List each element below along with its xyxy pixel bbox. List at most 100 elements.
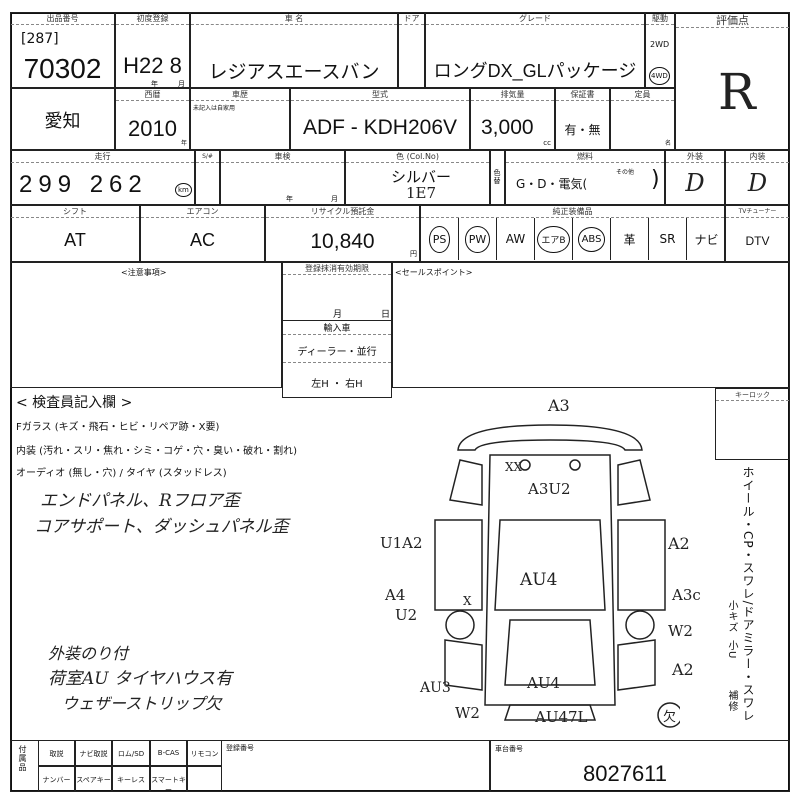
month-unit: 月 [178,80,185,88]
mark-au4-rear: AU4 [527,674,561,692]
door-label: ドア [399,14,424,25]
mark-a3-front: A3 [548,396,570,415]
side-text: ホイール・CP・スワレ/ドアミラー・スワレ [741,466,755,723]
meter-cell: S/# [195,150,220,205]
equip-sr: SR [649,218,687,260]
region: 愛知 [44,111,81,131]
score-cell: 評価点 R [675,12,790,150]
diagram-headlight-left [519,459,531,471]
recycle-label: リサイクル預託金 [266,207,419,218]
diagram-front-fenders [449,459,651,506]
grade-label: グレード [426,14,644,25]
diagram-front-bumper [457,424,643,451]
meter-label: S/# [196,152,219,163]
mark-a3u2: A3U2 [528,480,571,498]
car-diagram [434,424,680,728]
tv: DTV [745,234,770,248]
mark-u2: U2 [395,606,418,624]
name-label: 車 名 [191,14,397,25]
acc-keyless: キーレス [112,766,150,792]
recycle-unit: 円 [410,250,417,258]
diagram-rear-quarters [444,639,656,691]
shift: AT [64,230,86,250]
warranty: 有・無 [564,123,601,137]
lot-label: 出品番号 [11,14,114,25]
score: R [718,63,756,121]
equip-navi: ナビ [687,218,726,260]
warranty-cell: 保証書 有・無 [555,88,610,150]
diagram-missing-mark [657,702,680,728]
equip-pw: PW [459,218,497,260]
fuel-close: ) [651,167,660,192]
reg-day: 日 [381,310,391,320]
inspection-cell: 車検 年 月 [220,150,345,205]
history-cell: 車歴 未記入は自家用 [190,88,290,150]
audio-line: オーディオ (無し・穴) / タイヤ (スタッドレス) [16,468,227,479]
accessories-label: 付属品 [18,745,27,772]
acc-navi-manual: ナビ取説 [75,740,112,766]
acc-manual: 取説 [38,740,75,766]
interior-cell: 内装 D [725,150,790,205]
disp-unit: cc [543,139,551,147]
diagram-wheel-left [445,610,475,640]
displacement-cell: 排気量 3,000 cc [470,88,555,150]
exterior-cell: 外装 D [665,150,725,205]
color-no: 1E7 [406,184,437,202]
drive-2wd: 2WD [650,40,670,49]
drive-4wd: 4WD [649,67,670,85]
interior-line: 内装 (汚れ・スリ・焦れ・シミ・コゲ・穴・臭い・破れ・割れ) [16,446,297,457]
equip-leather-label: 革 [623,232,636,247]
sales-label: <セールスポイント> [395,268,473,277]
equip-ps-label: PS [428,225,451,253]
diagram-side-doors [434,519,666,611]
year-label: 西暦 [116,90,189,101]
color-change-cell: 色替 [490,150,505,205]
year-unit2: 年 [180,140,187,147]
tv-cell: TVチューナー DTV [725,205,790,262]
hand-note-1: エンドパネル、Rフロア歪 [40,491,240,511]
mark-au3: AU3 [420,680,451,696]
ext-label: 外装 [666,152,724,163]
caution-box: <注意事項> [10,262,282,388]
capacity-label: 定員 [611,90,674,101]
region-cell: 愛知 [10,88,115,150]
ac: AC [189,230,215,250]
name-cell: 車 名 レジアスエースバン [190,12,398,88]
diagram-roof [494,519,606,611]
car-name: レジアスエースバン [208,62,380,83]
equip-abs-label: ABS [577,226,606,252]
warranty-label: 保証書 [556,90,609,101]
chassis-label: 車台番号 [495,745,523,753]
model-cell: 型式 ADF - KDH206V [290,88,470,150]
fuel: G・D・電気( [516,177,588,191]
equip-airbag: エアB [535,218,573,260]
model-code: ADF - KDH206V [302,116,458,139]
side-small-2: 小U [726,640,737,660]
int-label: 内装 [726,152,789,163]
capacity-cell: 定員 名 [610,88,675,150]
equip-airbag-label: エアB [537,225,570,253]
mark-xx: XX [505,460,523,474]
hand-note-5: ウェザーストリップ欠 [62,694,222,713]
disp-label: 排気量 [471,90,554,101]
mark-a3c: A3c [672,586,701,604]
equip-sr-label: SR [659,232,676,246]
reg-no-label: 登録番号 [226,744,254,752]
registration-box: 登録抹消有効期限 月 日 輸入車 ディーラー・並行 左H ・ 右H [282,262,392,398]
fuel-label: 燃料 [506,152,664,163]
first-reg-label: 初度登録 [116,14,189,25]
mileage: 299 262 [19,171,148,198]
color: シルバー [391,168,452,186]
mark-au4-roof: AU4 [520,570,558,590]
first-reg-cell: 初度登録 H22 8 年 月 [115,12,190,88]
caution-label: <注意事項> [121,268,167,277]
acc-bcas: B-CAS [150,740,187,766]
displacement: 3,000 [481,116,534,139]
reg-label: 登録抹消有効期限 [283,264,391,275]
mileage-cell: 走行 299 262 km [10,150,195,205]
drive-label: 駆動 [646,14,674,25]
glass-line: Fガラス (キズ・飛石・ヒビ・リペア跡・X要) [16,422,220,433]
mileage-unit: km [175,183,192,197]
acc-spare-key: スペアキー [75,766,112,792]
mileage-label: 走行 [11,152,194,163]
